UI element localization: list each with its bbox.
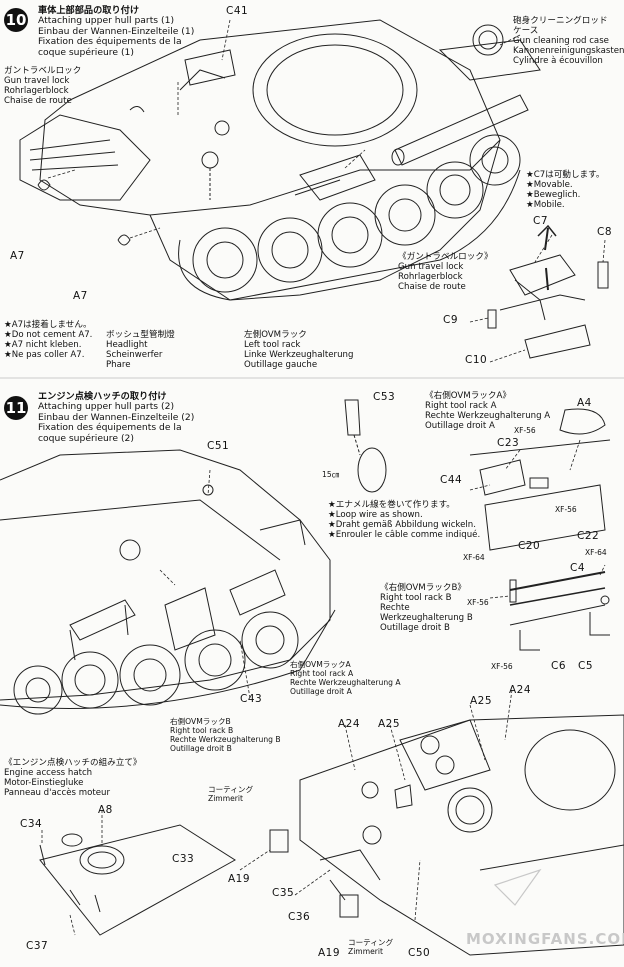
part-c4: C4 xyxy=(570,562,586,574)
paint-xf64-b: XF-64 xyxy=(585,548,607,557)
part-c9: C9 xyxy=(443,314,459,326)
part-c6: C6 xyxy=(551,660,567,672)
part-a25-right: A25 xyxy=(470,695,493,707)
zimmerit-label-bottom: コーティング Zimmerit xyxy=(348,938,394,956)
left-tool-rack-label: 左側OVMラック Left tool rack Linke Werkzeugha… xyxy=(244,330,354,370)
a7-no-cement-note: ★A7は接着しません。 ★Do not cement A7. ★A7 nicht… xyxy=(4,320,93,360)
headlight-label: ボッシュ型管制燈 Headlight Scheinwerfer Phare xyxy=(106,330,175,370)
part-a24-right: A24 xyxy=(509,684,532,696)
part-a8: A8 xyxy=(98,804,113,816)
gun-travel-lock-label: ガントラベルロック Gun travel lock Rohrlagerblock… xyxy=(4,66,82,106)
part-c44: C44 xyxy=(440,474,463,486)
part-c36: C36 xyxy=(288,911,311,923)
gun-travel-lock-detail-label: 《ガントラベルロック》 Gun travel lock Rohrlagerblo… xyxy=(398,252,493,292)
part-c10: C10 xyxy=(465,354,488,366)
part-c7: C7 xyxy=(533,215,549,227)
right-tool-rack-a-label: 右側OVMラックA Right tool rack A Rechte Werkz… xyxy=(290,660,401,696)
part-c5: C5 xyxy=(578,660,594,672)
right-tool-rack-a-detail-label: 《右側OVMラックA》 Right tool rack A Rechte Wer… xyxy=(425,391,551,431)
part-c37: C37 xyxy=(26,940,49,952)
part-c20: C20 xyxy=(518,540,541,552)
wire-length-label: 15㎝ xyxy=(322,470,340,479)
step11-title: エンジン点検ハッチの取り付け Attaching upper hull part… xyxy=(38,391,195,444)
c7-movable-note: ★C7は可動します。 ★Movable. ★Beweglich. ★Mobile… xyxy=(526,170,605,210)
tool-rack-b-detail-drawing xyxy=(489,564,610,651)
part-a7-left: A7 xyxy=(10,250,25,262)
part-a19-upper: A19 xyxy=(228,873,251,885)
paint-xf56-c: XF-56 xyxy=(467,598,489,607)
rear-hull-drawing xyxy=(239,689,624,956)
tool-rack-a-detail-drawing xyxy=(344,399,611,551)
part-c22: C22 xyxy=(577,530,600,542)
part-c23: C23 xyxy=(497,437,520,449)
part-c43: C43 xyxy=(240,693,263,705)
step-number-11: 11 xyxy=(4,396,28,420)
paint-xf56-d: XF-56 xyxy=(491,662,513,671)
part-c35: C35 xyxy=(272,887,295,899)
loop-wire-note: ★エナメル線を巻いて作ります。 ★Loop wire as shown. ★Dr… xyxy=(328,500,481,540)
right-tool-rack-b-label: 右側OVMラックB Right tool rack B Rechte Werkz… xyxy=(170,717,281,753)
zimmerit-label-top: コーティング Zimmerit xyxy=(208,785,254,803)
part-c41: C41 xyxy=(226,5,249,17)
part-c8: C8 xyxy=(597,226,613,238)
engine-access-hatch-label: 《エンジン点検ハッチの組み立て》 Engine access hatch Mot… xyxy=(4,758,142,798)
part-c33: C33 xyxy=(172,853,195,865)
step-number-10: 10 xyxy=(4,8,28,32)
engine-hatch-detail-drawing xyxy=(39,810,236,936)
part-a19-lower: A19 xyxy=(318,947,341,959)
paint-xf56-a: XF-56 xyxy=(514,426,536,435)
part-a7-bottom: A7 xyxy=(73,290,88,302)
paint-xf56-b: XF-56 xyxy=(555,505,577,514)
part-c34: C34 xyxy=(20,818,43,830)
part-a24-left: A24 xyxy=(338,718,361,730)
part-c50: C50 xyxy=(408,947,431,959)
paint-xf64-a: XF-64 xyxy=(463,553,485,562)
cleaning-rod-case-label: 砲身クリーニングロッド ケース Gun cleaning rod case Ka… xyxy=(513,16,624,66)
right-tool-rack-b-detail-label: 《右側OVMラックB》 Right tool rack B Rechte Wer… xyxy=(380,583,473,633)
step10-hull-drawing xyxy=(19,19,541,301)
gun-travel-lock-detail-drawing xyxy=(469,224,609,363)
step10-title: 車体上部部品の取り付け Attaching upper hull parts (… xyxy=(38,5,195,58)
watermark: MOXINGFANS.COM xyxy=(466,930,624,948)
part-a25-left: A25 xyxy=(378,718,401,730)
step11-hull-drawing xyxy=(0,449,336,715)
part-c53: C53 xyxy=(373,391,396,403)
part-c51: C51 xyxy=(207,440,230,452)
part-a4: A4 xyxy=(577,397,592,409)
